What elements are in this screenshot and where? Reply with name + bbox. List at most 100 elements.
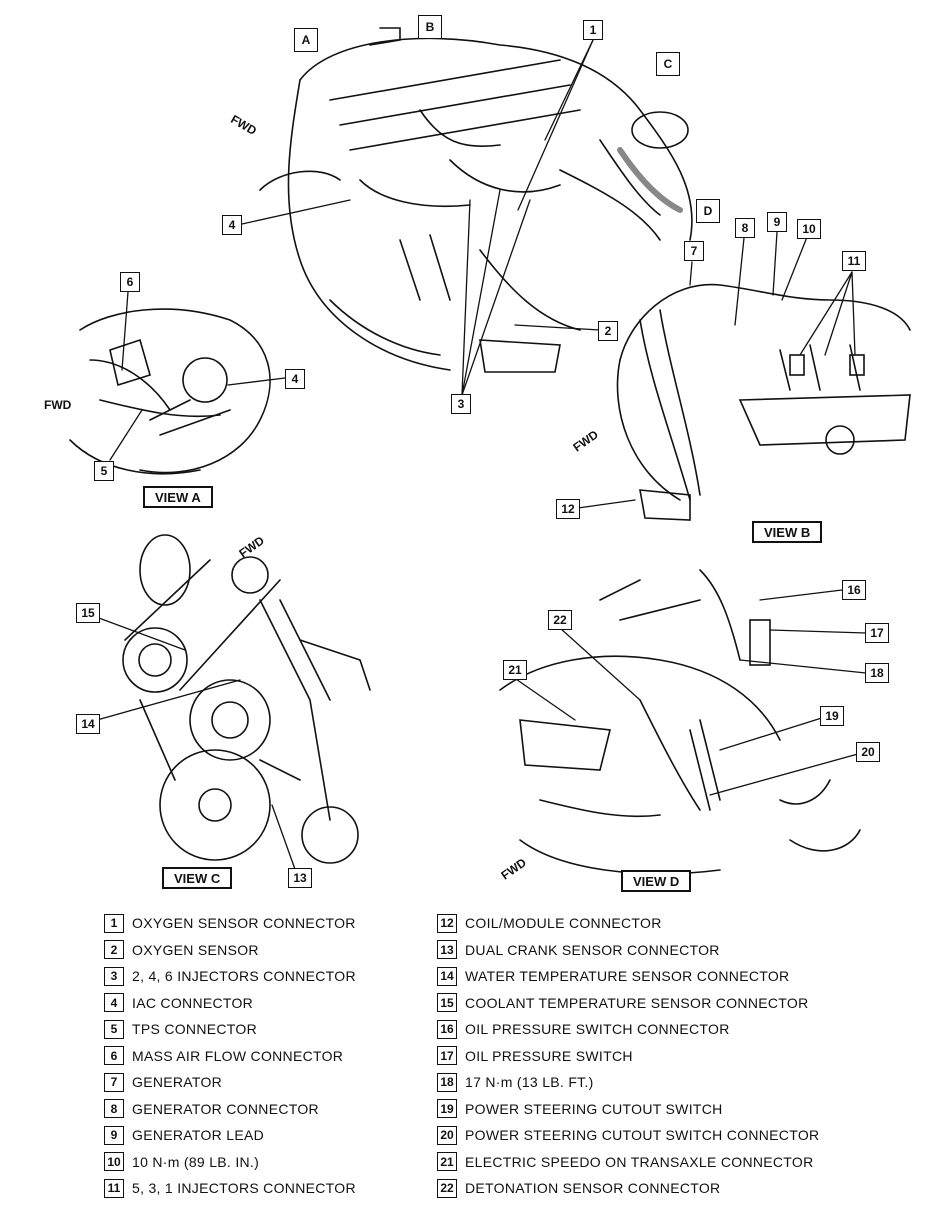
legend-text: 10 N·m (89 LB. IN.) xyxy=(132,1153,260,1170)
legend-text: DETONATION SENSOR CONNECTOR xyxy=(465,1180,721,1197)
callout-15: 15 xyxy=(76,603,100,623)
callout-14: 14 xyxy=(76,714,100,734)
legend-item: 21 ELECTRIC SPEEDO ON TRANSAXLE CONNECTOR xyxy=(437,1149,819,1176)
callout-22: 22 xyxy=(548,610,572,630)
legend-number: 10 xyxy=(104,1152,124,1172)
legend-item: 9 GENERATOR LEAD xyxy=(104,1122,356,1149)
legend-item: 1 OXYGEN SENSOR CONNECTOR xyxy=(104,910,356,937)
callout-5: 5 xyxy=(94,461,114,481)
legend-item: 15 COOLANT TEMPERATURE SENSOR CONNECTOR xyxy=(437,990,819,1017)
legend-number: 8 xyxy=(104,1099,124,1119)
legend-number: 1 xyxy=(104,913,124,933)
legend-item: 17 OIL PRESSURE SWITCH xyxy=(437,1043,819,1070)
engine-component-diagram xyxy=(69,27,911,875)
callout-10: 10 xyxy=(797,219,821,239)
callout-4-main: 4 xyxy=(222,215,242,235)
callout-21: 21 xyxy=(503,660,527,680)
callout-6: 6 xyxy=(120,272,140,292)
main-engine-illustration xyxy=(259,27,693,373)
callout-20: 20 xyxy=(856,742,880,762)
legend-number: 6 xyxy=(104,1046,124,1066)
view-b-illustration xyxy=(616,283,911,521)
view-a-label: VIEW A xyxy=(143,486,213,508)
legend-item: 18 17 N·m (13 LB. FT.) xyxy=(437,1069,819,1096)
legend-text: DUAL CRANK SENSOR CONNECTOR xyxy=(465,941,720,958)
legend-text: OIL PRESSURE SWITCH CONNECTOR xyxy=(465,1021,730,1038)
legend-text: GENERATOR LEAD xyxy=(132,1127,265,1144)
legend-number: 22 xyxy=(437,1178,457,1198)
callout-7: 7 xyxy=(684,241,704,261)
legend-text: POWER STEERING CUTOUT SWITCH xyxy=(465,1100,723,1117)
legend-number: 13 xyxy=(437,940,457,960)
view-a-illustration xyxy=(69,308,271,475)
callout-17: 17 xyxy=(865,623,889,643)
callout-9: 9 xyxy=(767,212,787,232)
legend-number: 14 xyxy=(437,966,457,986)
legend-text: OXYGEN SENSOR CONNECTOR xyxy=(132,915,356,932)
legend-item: 7 GENERATOR xyxy=(104,1069,356,1096)
legend-text: GENERATOR CONNECTOR xyxy=(132,1100,319,1117)
legend-number: 19 xyxy=(437,1099,457,1119)
legend-text: OIL PRESSURE SWITCH xyxy=(465,1047,633,1064)
legend-number: 7 xyxy=(104,1072,124,1092)
view-arrow-d: D xyxy=(696,199,720,223)
legend-item: 14 WATER TEMPERATURE SENSOR CONNECTOR xyxy=(437,963,819,990)
view-arrow-c: C xyxy=(656,52,680,76)
view-arrow-a: A xyxy=(294,28,318,52)
fwd-indicator-view-a: FWD xyxy=(44,398,72,412)
legend-item: 3 2, 4, 6 INJECTORS CONNECTOR xyxy=(104,963,356,990)
leader-lines xyxy=(87,39,867,873)
legend-number: 15 xyxy=(437,993,457,1013)
callout-19: 19 xyxy=(820,706,844,726)
legend-number: 4 xyxy=(104,993,124,1013)
callout-12: 12 xyxy=(556,499,580,519)
legend-text: 2, 4, 6 INJECTORS CONNECTOR xyxy=(132,968,356,985)
callout-13: 13 xyxy=(288,868,312,888)
legend-item: 22 DETONATION SENSOR CONNECTOR xyxy=(437,1175,819,1202)
legend-text: TPS CONNECTOR xyxy=(132,1021,257,1038)
legend-item: 6 MASS AIR FLOW CONNECTOR xyxy=(104,1043,356,1070)
callout-8: 8 xyxy=(735,218,755,238)
legend-number: 3 xyxy=(104,966,124,986)
legend-item: 11 5, 3, 1 INJECTORS CONNECTOR xyxy=(104,1175,356,1202)
legend-item: 12 COIL/MODULE CONNECTOR xyxy=(437,910,819,937)
legend-number: 12 xyxy=(437,913,457,933)
callout-1: 1 xyxy=(583,20,603,40)
legend-text: 17 N·m (13 LB. FT.) xyxy=(465,1074,594,1091)
legend-number: 21 xyxy=(437,1152,457,1172)
legend-text: COIL/MODULE CONNECTOR xyxy=(465,915,662,932)
callout-16: 16 xyxy=(842,580,866,600)
view-c-illustration xyxy=(122,534,371,864)
legend-number: 11 xyxy=(104,1178,124,1198)
callout-18: 18 xyxy=(865,663,889,683)
callout-3: 3 xyxy=(451,394,471,414)
legend-text: ELECTRIC SPEEDO ON TRANSAXLE CONNECTOR xyxy=(465,1153,814,1170)
legend-number: 20 xyxy=(437,1125,457,1145)
legend-number: 9 xyxy=(104,1125,124,1145)
callout-4-view-a: 4 xyxy=(285,369,305,389)
legend-text: MASS AIR FLOW CONNECTOR xyxy=(132,1047,344,1064)
legend-item: 20 POWER STEERING CUTOUT SWITCH CONNECTOR xyxy=(437,1122,819,1149)
legend-text: 5, 3, 1 INJECTORS CONNECTOR xyxy=(132,1180,356,1197)
view-c-label: VIEW C xyxy=(162,867,233,889)
view-d-label: VIEW D xyxy=(621,870,692,892)
legend-item: 19 POWER STEERING CUTOUT SWITCH xyxy=(437,1096,819,1123)
legend-number: 18 xyxy=(437,1072,457,1092)
legend-text: POWER STEERING CUTOUT SWITCH CONNECTOR xyxy=(465,1127,820,1144)
callout-11: 11 xyxy=(842,251,866,271)
legend-text: COOLANT TEMPERATURE SENSOR CONNECTOR xyxy=(465,994,809,1011)
callout-2: 2 xyxy=(598,321,618,341)
legend-text: WATER TEMPERATURE SENSOR CONNECTOR xyxy=(465,968,790,985)
legend-right-column: 12 COIL/MODULE CONNECTOR 13 DUAL CRANK SEN… xyxy=(437,910,819,1202)
legend-text: OXYGEN SENSOR xyxy=(132,941,259,958)
legend-item: 13 DUAL CRANK SENSOR CONNECTOR xyxy=(437,937,819,964)
view-b-label: VIEW B xyxy=(752,521,823,543)
legend-number: 17 xyxy=(437,1046,457,1066)
legend-item: 10 10 N·m (89 LB. IN.) xyxy=(104,1149,356,1176)
legend-text: GENERATOR xyxy=(132,1074,223,1091)
